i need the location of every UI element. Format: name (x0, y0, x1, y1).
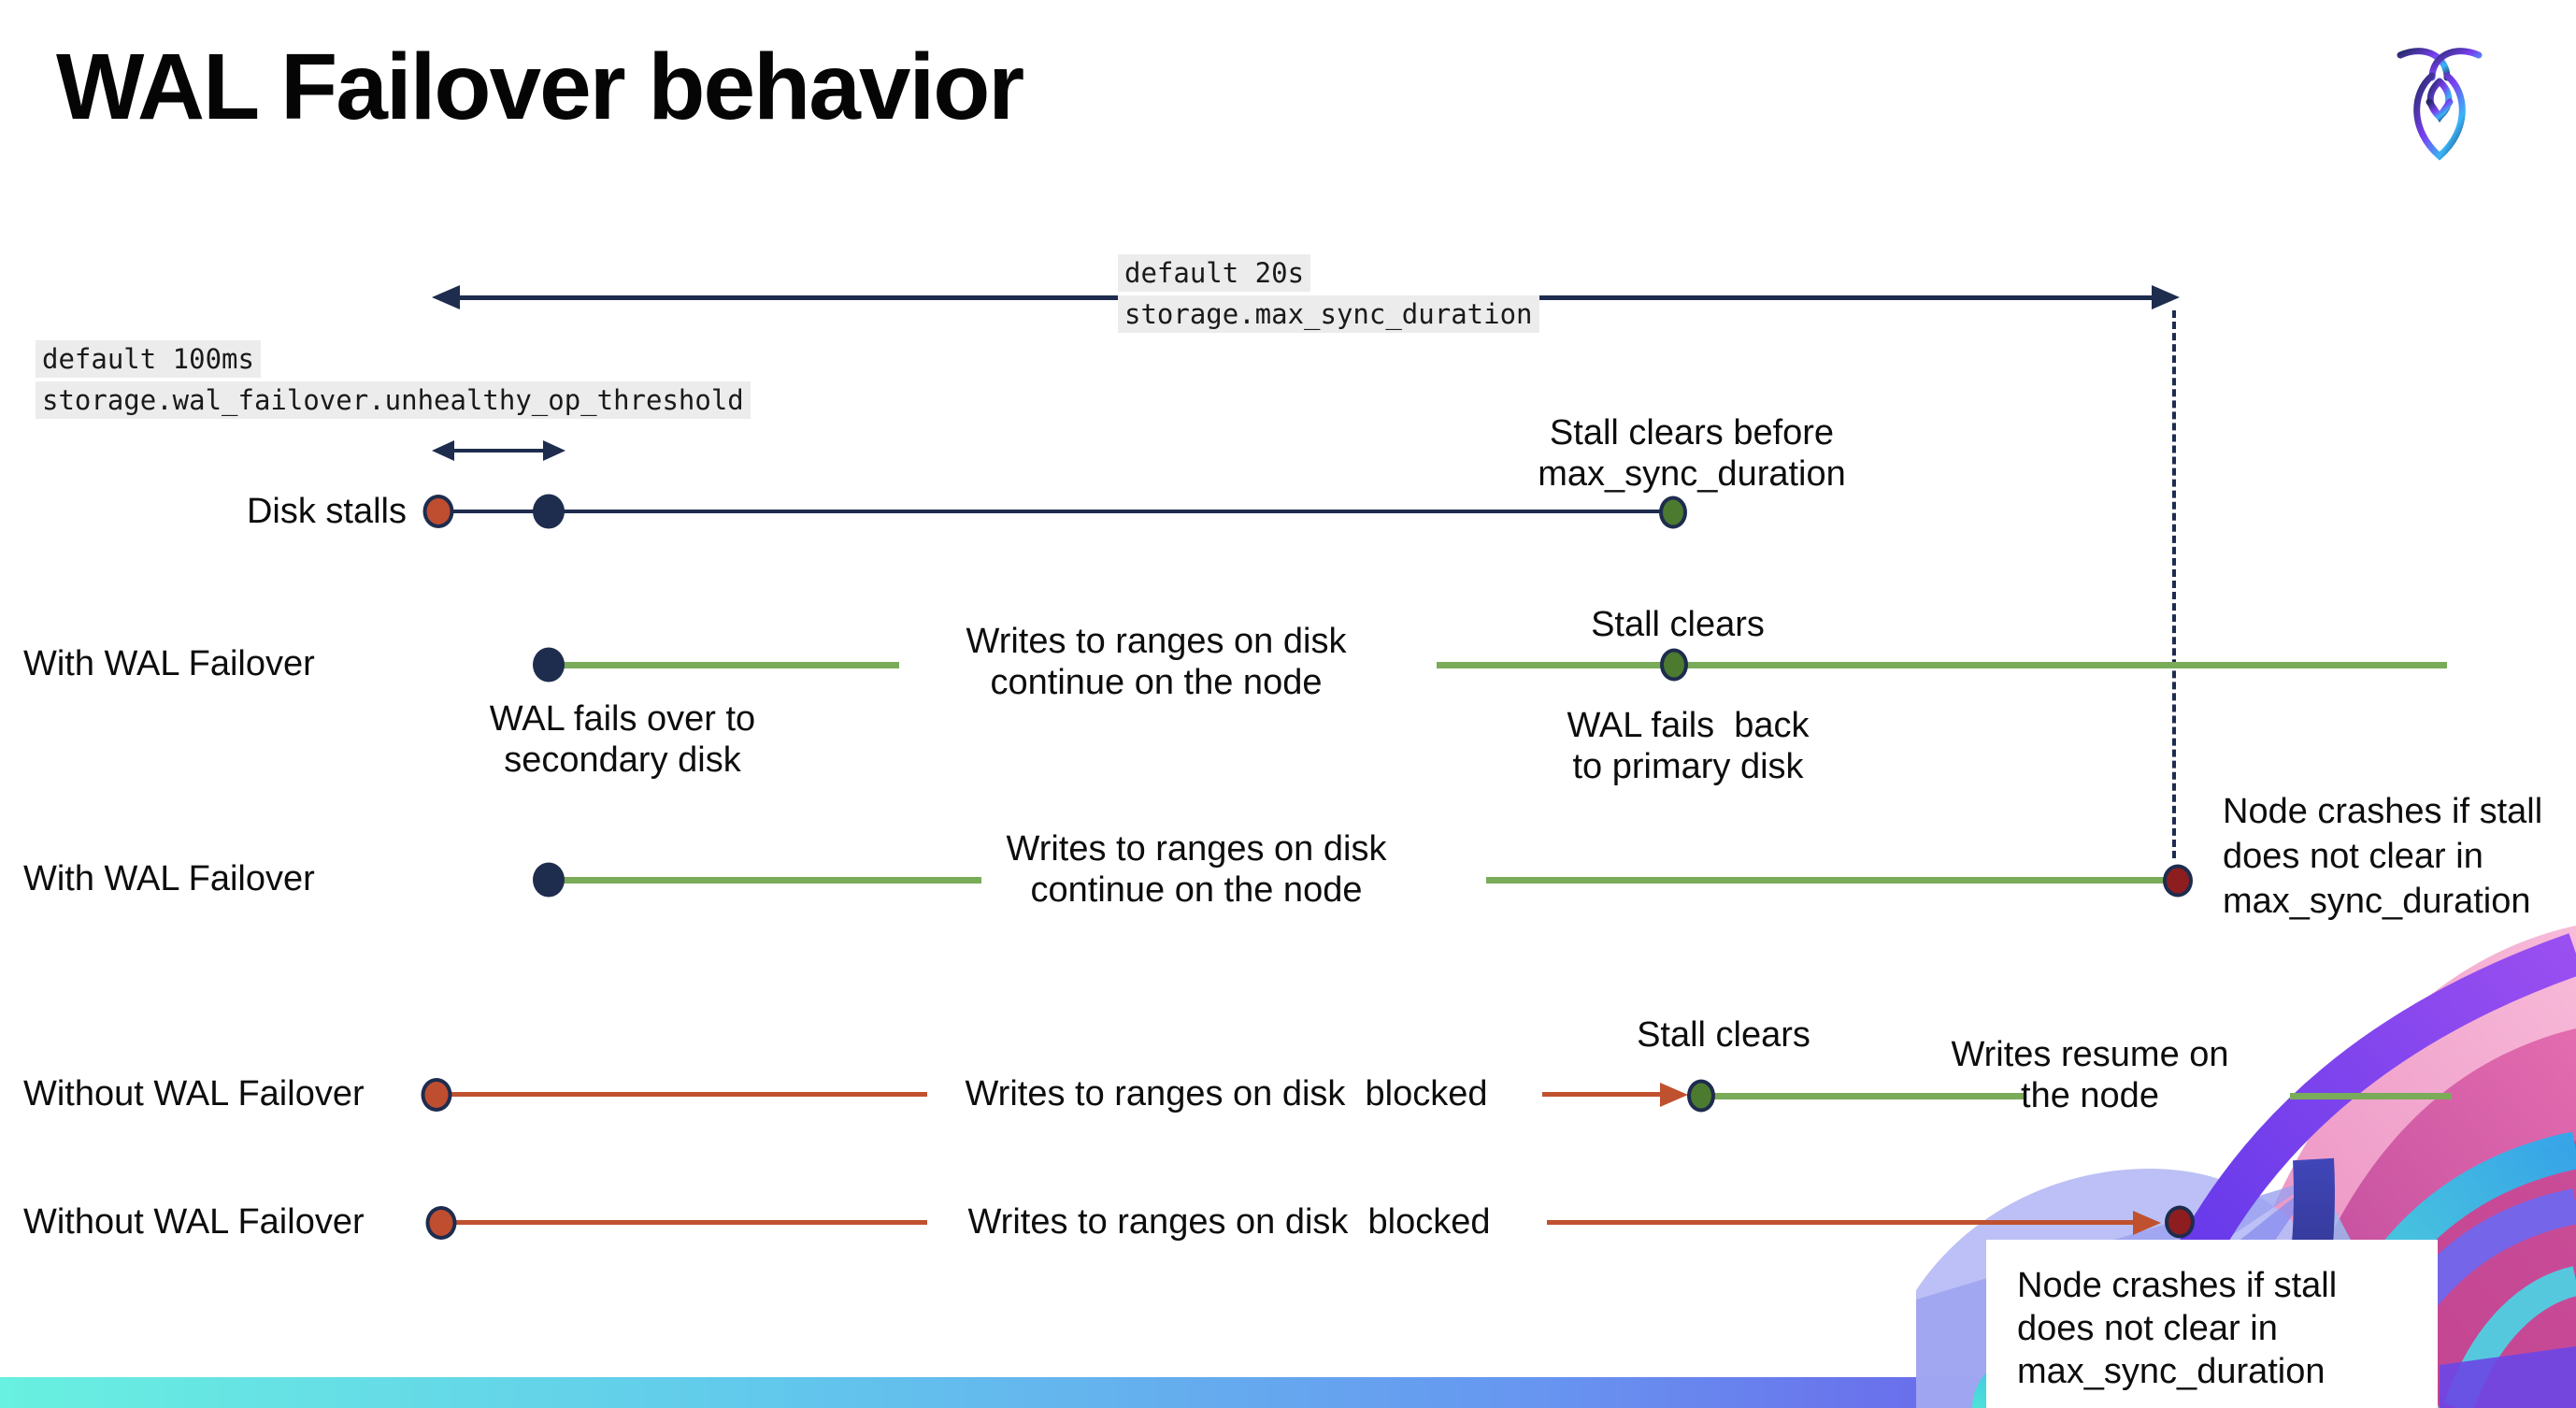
writes-continue-label: Writes to ranges on disk continue on the… (1006, 829, 1387, 910)
writes-blocked-line (1547, 1220, 2142, 1225)
writes-blocked-label: Writes to ranges on disk blocked (965, 1074, 1488, 1113)
max-sync-default-label: default 20s (1118, 254, 1311, 292)
writes-continue-line (1437, 662, 2447, 668)
threshold-arrow-line (447, 449, 551, 453)
node-crashes-label: Node crashes if stall does not clear in … (2223, 792, 2543, 921)
writes-resume-label: Writes resume on the node (1951, 1035, 2229, 1115)
threshold-default-label: default 100ms (36, 340, 261, 378)
threshold-setting-name: storage.wal_failover.unhealthy_op_thresh… (36, 381, 751, 419)
writes-blocked-line (1542, 1092, 1669, 1097)
max-sync-dashed-line (2172, 310, 2176, 858)
arrowhead-right-icon (2152, 285, 2180, 309)
cockroachdb-logo-icon (2397, 48, 2483, 161)
stall-clears-before-label: Stall clears before max_sync_duration (1538, 413, 1846, 494)
arrowhead-left-icon (432, 285, 460, 309)
failover-trigger-dot (533, 494, 565, 529)
row-label-with-wal-failover: With WAL Failover (23, 859, 315, 898)
node-crash-dot (2163, 864, 2193, 898)
arrowhead-right-icon (2133, 1211, 2161, 1235)
unhealthy-op-callout: default 100ms storage.wal_failover.unhea… (36, 340, 751, 423)
stall-start-dot (425, 1206, 457, 1240)
wal-fails-over-label: WAL fails over to secondary disk (489, 699, 756, 780)
writes-blocked-line (455, 1220, 927, 1225)
failover-trigger-dot (533, 862, 565, 898)
row-label-with-wal-failover: With WAL Failover (23, 644, 315, 683)
writes-continue-label: Writes to ranges on disk continue on the… (966, 622, 1347, 702)
row-label-without-wal-failover: Without WAL Failover (23, 1202, 365, 1242)
arrowhead-right-icon (543, 440, 565, 461)
stall-clear-dot (1659, 496, 1687, 529)
timeline-disk-stalls (438, 510, 1673, 513)
node-crash-dot (2165, 1205, 2195, 1239)
arrowhead-left-icon (432, 440, 454, 461)
node-crashes-label: Node crashes if stall does not clear in … (2017, 1266, 2338, 1391)
stall-clear-dot (1660, 648, 1688, 682)
max-sync-callout: default 20s storage.max_sync_duration (1118, 254, 1539, 337)
stall-clear-dot (1687, 1079, 1715, 1113)
wal-fails-back-label: WAL fails back to primary disk (1567, 706, 1810, 786)
max-sync-setting-name: storage.max_sync_duration (1118, 295, 1539, 333)
writes-continue-line (1486, 877, 2165, 884)
writes-resume-line (2290, 1093, 2452, 1099)
row-label-without-wal-failover: Without WAL Failover (23, 1074, 365, 1113)
stall-clears-label: Stall clears (1591, 605, 1765, 644)
arrowhead-right-icon (1660, 1083, 1688, 1107)
failover-trigger-dot (533, 647, 565, 682)
node-crashes-callout-box (1986, 1240, 2438, 1408)
writes-blocked-label: Writes to ranges on disk blocked (967, 1202, 1491, 1242)
stall-clears-label: Stall clears (1637, 1015, 1810, 1055)
writes-continue-line (561, 877, 981, 884)
writes-continue-line (561, 662, 899, 668)
writes-resume-line (1714, 1093, 2026, 1099)
writes-blocked-line (451, 1092, 927, 1097)
row-label-disk-stalls: Disk stalls (246, 492, 407, 531)
stall-start-dot (421, 1078, 452, 1112)
page-title: WAL Failover behavior (56, 35, 1024, 139)
stall-start-dot (422, 495, 454, 528)
